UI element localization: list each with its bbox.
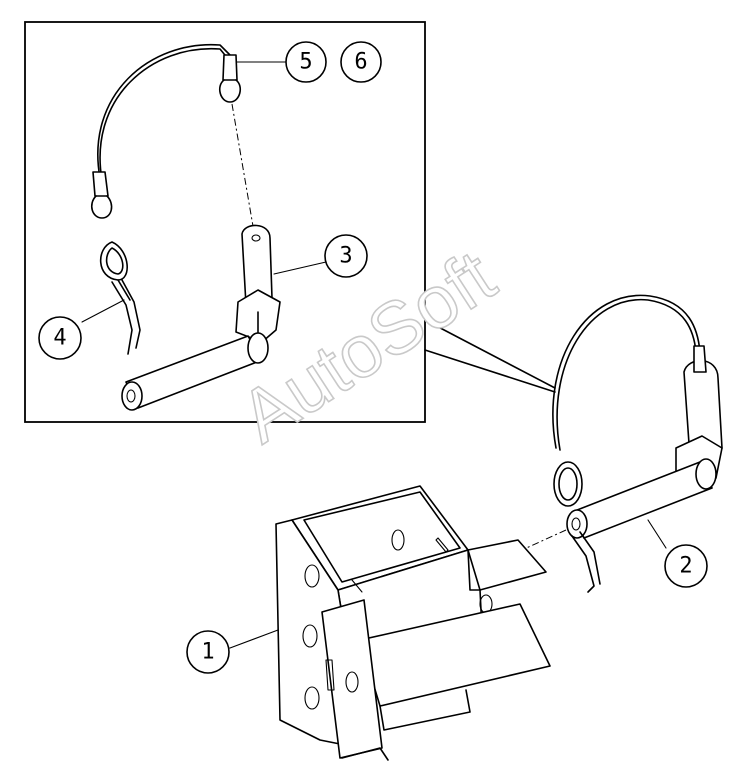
callout-4: 4 bbox=[38, 316, 82, 360]
svg-text:4: 4 bbox=[53, 326, 66, 351]
callout-2: 2 bbox=[664, 544, 708, 588]
leader-2 bbox=[647, 519, 667, 549]
callout-6: 6 bbox=[340, 41, 382, 83]
inset-leader-top bbox=[424, 319, 556, 389]
svg-text:5: 5 bbox=[299, 50, 312, 75]
hair-pin-clip-detail bbox=[99, 241, 141, 355]
callout-5: 5 bbox=[285, 41, 327, 83]
detail-inset bbox=[24, 21, 426, 423]
assembly-line-main bbox=[521, 529, 567, 551]
callout-1: 1 bbox=[186, 630, 230, 674]
svg-text:2: 2 bbox=[679, 554, 692, 579]
leader-3 bbox=[273, 261, 327, 275]
assembly-line-detail bbox=[231, 103, 255, 233]
svg-text:1: 1 bbox=[201, 640, 214, 665]
svg-text:3: 3 bbox=[339, 244, 352, 269]
leader-1 bbox=[229, 629, 279, 649]
lanyard-cable-detail bbox=[90, 43, 242, 219]
svg-text:6: 6 bbox=[354, 50, 367, 75]
receiver-bracket bbox=[275, 485, 551, 761]
inset-leader-bottom bbox=[424, 349, 556, 393]
pin-detail bbox=[121, 224, 281, 411]
leader-4 bbox=[81, 299, 125, 323]
callout-3: 3 bbox=[324, 234, 368, 278]
assembled-pin bbox=[552, 294, 723, 593]
